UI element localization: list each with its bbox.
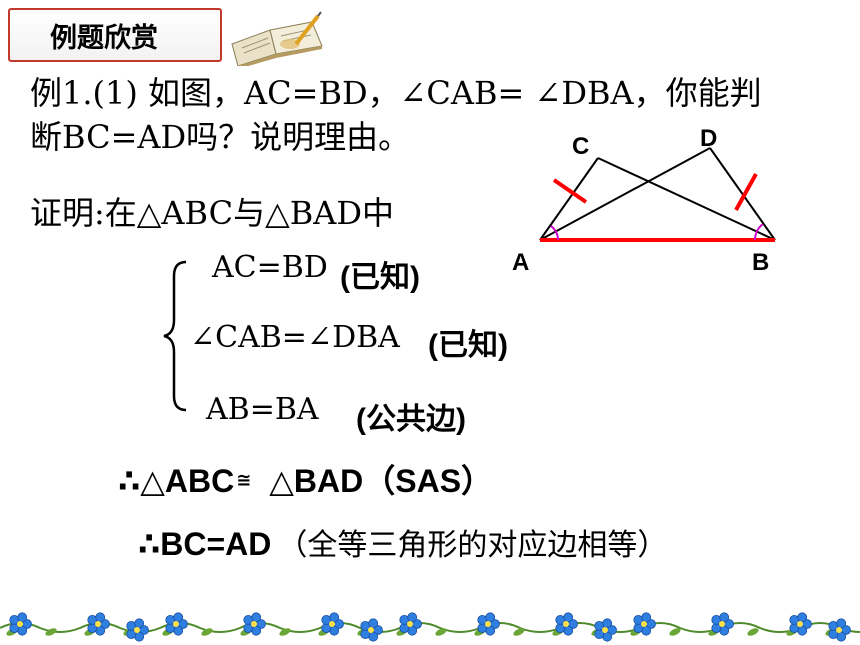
segment-db [709,147,776,241]
condition-3-statement: AB=BA [206,392,319,427]
condition-1-reason: (已知) [340,261,420,294]
brace-icon [163,260,187,412]
tick-mark-bd [734,173,758,211]
conclusion-congruence: ∴△ABC≅ △BAD（SAS） [118,456,493,502]
title-box [8,8,222,62]
angle-mark-a [550,225,559,241]
conclusion-equal-sides-main: ∴BC=AD [138,526,272,562]
condition-1-statement: AC=BD [212,250,328,285]
geometry-diagram: C D A B [512,125,776,276]
tick-mark-ac [552,178,588,204]
conclusion-equal-sides-reason: （全等三角形的对应边相等） [277,528,668,563]
problem-line-1: 例1.(1) 如图，AC=BD，∠CAB= ∠DBA，你能判 [30,74,762,112]
conclusion-congruence-prefix: ∴△ABC [118,463,235,499]
congruence-symbol: ≅ [236,470,252,490]
label-a: A [512,249,529,276]
proof-intro: 证明:在△ABC与△BAD中 [30,194,394,232]
condition-3-reason: (公共边) [356,403,466,436]
segment-ad [539,147,711,241]
condition-2-statement: ∠CAB=∠DBA [190,320,400,355]
flower-garland-icon [0,612,860,642]
conclusion-congruence-rest: △BAD（SAS） [269,463,494,499]
condition-2-reason: (已知) [428,329,508,362]
segment-cb [597,157,776,241]
conclusion-equal-sides: ∴BC=AD（全等三角形的对应边相等） [138,520,667,564]
angle-mark-b [754,223,764,241]
segment-ac [539,157,599,241]
problem-line-2: 断BC=AD吗？说明理由。 [30,118,411,156]
label-d: D [700,125,717,152]
book-icon [231,11,323,66]
label-b: B [752,249,769,276]
page-title: 例题欣赏 [50,23,158,54]
label-c: C [572,133,589,160]
